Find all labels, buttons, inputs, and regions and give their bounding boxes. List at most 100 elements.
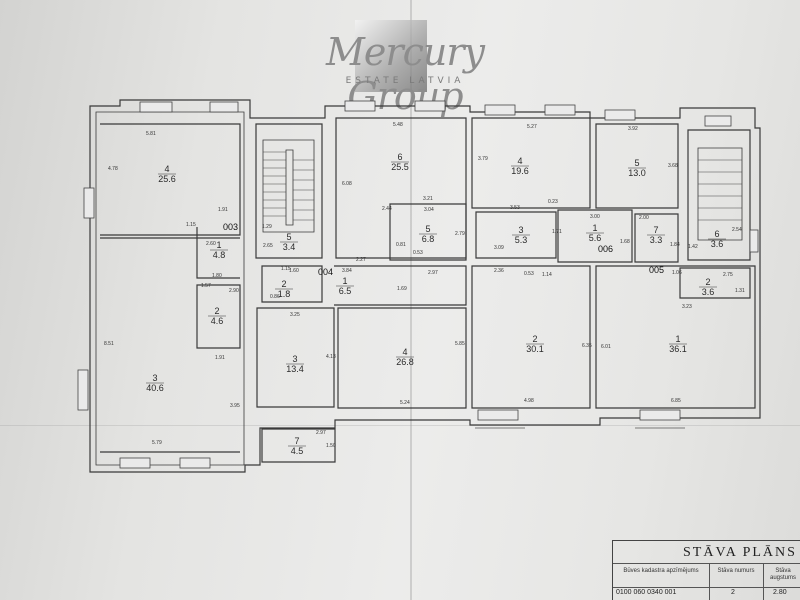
dimension-label: 0.23 bbox=[548, 199, 558, 205]
room-area: 4.6 bbox=[211, 316, 224, 326]
windows bbox=[77, 100, 759, 469]
dimension-label: 3.84 bbox=[342, 268, 352, 274]
dimension-label: 3.00 bbox=[590, 214, 600, 220]
dimension-label: 2.75 bbox=[723, 272, 733, 278]
room-number: 1 bbox=[592, 223, 597, 233]
dimension-label: 5.81 bbox=[146, 131, 156, 137]
dimension-label: 1.71 bbox=[552, 229, 562, 235]
dimension-label: 1.31 bbox=[735, 288, 745, 294]
dimension-label: 2.54 bbox=[732, 227, 742, 233]
dimension-label: 2.00 bbox=[639, 215, 649, 221]
room-area: 13.4 bbox=[286, 364, 304, 374]
logo-square-mark bbox=[355, 20, 427, 92]
dimension-label: 2.97 bbox=[428, 270, 438, 276]
dimension-label: 3.53 bbox=[510, 205, 520, 211]
dimension-label: 2.90 bbox=[229, 288, 239, 294]
room-area: 6.5 bbox=[339, 286, 352, 296]
unit-code: 006 bbox=[598, 244, 613, 254]
dimension-label: 1.91 bbox=[215, 355, 225, 361]
cadastral-label: Būves kadastra apzīmējums bbox=[623, 568, 699, 574]
room-number: 5 bbox=[286, 232, 291, 242]
room-number: 2 bbox=[705, 277, 710, 287]
dimension-label: 3.92 bbox=[628, 126, 638, 132]
room-area: 19.6 bbox=[511, 166, 529, 176]
floor-height-value: 2.80 bbox=[773, 589, 787, 596]
room-number: 3 bbox=[292, 354, 297, 364]
room-area: 1.8 bbox=[278, 289, 291, 299]
room-number: 6 bbox=[714, 229, 719, 239]
logo-subtitle: ESTATE LATVIA bbox=[345, 76, 465, 86]
room-area: 36.1 bbox=[669, 344, 687, 354]
room-number: 5 bbox=[425, 224, 430, 234]
dimension-label: 5.79 bbox=[152, 440, 162, 446]
floor-height-label: Stāva augstums bbox=[769, 568, 796, 581]
room-area: 5.3 bbox=[515, 235, 528, 245]
dimension-label: 1.29 bbox=[262, 224, 272, 230]
room-area: 13.0 bbox=[628, 168, 646, 178]
room-number: 2 bbox=[281, 279, 286, 289]
dimension-labels: 5.814.781.911.152.601.801.572.901.918.51… bbox=[104, 122, 745, 449]
unit-code: 004 bbox=[318, 267, 333, 277]
room-area: 3.6 bbox=[702, 287, 715, 297]
unit-code: 005 bbox=[649, 265, 664, 275]
room-number: 4 bbox=[402, 347, 407, 357]
dimension-label: 1.68 bbox=[620, 239, 630, 245]
room-number: 7 bbox=[653, 225, 658, 235]
room-area: 40.6 bbox=[146, 383, 164, 393]
room-number: 6 bbox=[397, 152, 402, 162]
dimension-label: 3.21 bbox=[423, 196, 433, 202]
room-area: 4.8 bbox=[213, 250, 226, 260]
room-area: 3.6 bbox=[711, 239, 724, 249]
dimension-label: 5.27 bbox=[527, 124, 537, 130]
dimension-label: 4.13 bbox=[326, 354, 336, 360]
dimension-label: 3.09 bbox=[494, 245, 504, 251]
unit-codes: 003 004 006 005 bbox=[223, 222, 664, 277]
title-block-heading: STĀVA PLĀNS bbox=[683, 545, 797, 560]
dimension-label: 2.65 bbox=[263, 243, 273, 249]
dimension-label: 1.14 bbox=[542, 272, 552, 278]
dimension-label: 0.81 bbox=[396, 242, 406, 248]
dimension-label: 6.85 bbox=[671, 398, 681, 404]
room-area: 6.8 bbox=[422, 234, 435, 244]
dimension-label: 5.24 bbox=[400, 400, 410, 406]
dimension-label: 3.95 bbox=[230, 403, 240, 409]
dimension-label: 6.01 bbox=[601, 344, 611, 350]
floor-number-label: Stāva numurs bbox=[717, 568, 755, 574]
dimension-label: 2.36 bbox=[494, 268, 504, 274]
dimension-label: 5.48 bbox=[393, 122, 403, 128]
dimension-label: 2.79 bbox=[455, 231, 465, 237]
room-area: 30.1 bbox=[526, 344, 544, 354]
dimension-label: 4.98 bbox=[524, 398, 534, 404]
room-area: 5.6 bbox=[589, 233, 602, 243]
room-number: 1 bbox=[675, 334, 680, 344]
room-number: 4 bbox=[164, 164, 169, 174]
room-number: 7 bbox=[294, 436, 299, 446]
room-number: 5 bbox=[634, 158, 639, 168]
room-number: 2 bbox=[214, 306, 219, 316]
title-block: STĀVA PLĀNS Būves kadastra apzīmējums St… bbox=[612, 540, 800, 600]
dimension-label: 0.53 bbox=[524, 271, 534, 277]
dimension-label: 3.04 bbox=[424, 207, 434, 213]
dimension-label: 0.53 bbox=[413, 250, 423, 256]
room-area: 26.8 bbox=[396, 357, 414, 367]
dimension-label: 1.15 bbox=[281, 266, 291, 272]
room-number: 2 bbox=[532, 334, 537, 344]
room-area: 25.6 bbox=[158, 174, 176, 184]
room-area: 4.5 bbox=[291, 446, 304, 456]
dimension-label: 1.84 bbox=[670, 242, 680, 248]
dimension-label: 6.35 bbox=[582, 343, 592, 349]
floor-number-value: 2 bbox=[731, 589, 735, 596]
dimension-label: 2.60 bbox=[206, 241, 216, 247]
room-area: 3.4 bbox=[283, 242, 296, 252]
dimension-label: 2.44 bbox=[382, 206, 392, 212]
dimension-label: 1.57 bbox=[201, 283, 211, 289]
company-logo: Mercury Group ESTATE LATVIA bbox=[285, 18, 525, 118]
room-number: 3 bbox=[152, 373, 157, 383]
unit-code: 003 bbox=[223, 222, 238, 232]
dimension-label: 4.78 bbox=[108, 166, 118, 172]
room-number: 4 bbox=[517, 156, 522, 166]
dimension-label: 0.86 bbox=[270, 294, 280, 300]
dimension-label: 3.25 bbox=[290, 312, 300, 318]
dimension-label: 8.51 bbox=[104, 341, 114, 347]
